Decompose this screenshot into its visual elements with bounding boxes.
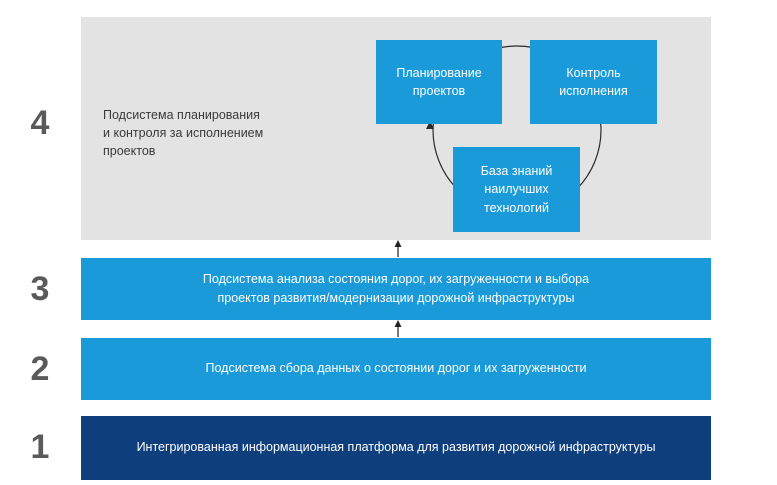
layer-3-label-line: Подсистема анализа состояния дорог, их з… xyxy=(202,271,590,286)
planning-box: Планирование проектов xyxy=(376,40,502,124)
layer-platform: Интегрированная информационная платформа… xyxy=(81,416,711,480)
layer-planning-control: Подсистема планирования и контроля за ис… xyxy=(81,17,711,240)
knowledge-box-line: технологий xyxy=(483,200,549,215)
control-box-line: исполнения xyxy=(559,84,628,98)
knowledge-box-line: База знаний xyxy=(480,164,553,179)
control-box: Контроль исполнения xyxy=(530,40,657,124)
arrow-3-to-4 xyxy=(394,240,402,257)
control-box-line: Контроль xyxy=(566,65,621,80)
layer-number-2: 2 xyxy=(30,350,50,388)
layer-number-1: 1 xyxy=(30,428,50,466)
layer-4-label-line: и контроля за исполнением xyxy=(103,126,264,141)
layer-3-label-line: проектов развития/модернизации дорожной … xyxy=(217,291,575,305)
layer-4-label-line: проектов xyxy=(103,144,156,159)
knowledge-base-box: База знаний наилучших технологий xyxy=(453,147,580,232)
arrow-2-to-3 xyxy=(394,320,402,337)
layer-1-label: Интегрированная информационная платформа… xyxy=(136,440,656,455)
layer-analysis: Подсистема анализа состояния дорог, их з… xyxy=(81,258,711,320)
layer-data-collection: Подсистема сбора данных о состоянии доро… xyxy=(81,338,711,400)
layer-number-3: 3 xyxy=(30,270,50,308)
layer-number-4: 4 xyxy=(30,104,50,142)
layer-4-label-line: Подсистема планирования xyxy=(103,108,260,122)
layer-2-label: Подсистема сбора данных о состоянии доро… xyxy=(205,361,587,376)
knowledge-box-line: наилучших xyxy=(484,182,549,197)
cycle-arrowhead xyxy=(426,121,434,129)
planning-box-line: проектов xyxy=(412,84,466,98)
layer-planning-control-label: Подсистема планирования и контроля за ис… xyxy=(103,106,303,160)
planning-box-line: Планирование xyxy=(396,65,482,80)
